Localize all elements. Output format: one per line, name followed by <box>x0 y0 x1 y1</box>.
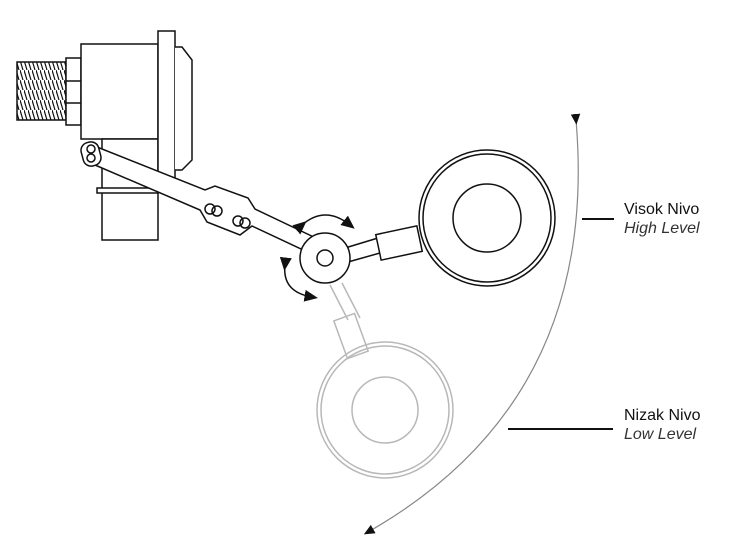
low-level-primary: Nizak Nivo <box>624 407 701 424</box>
hex-nut <box>65 57 82 126</box>
rotation-arrow-icon <box>279 256 318 302</box>
valve-body <box>80 43 159 140</box>
hub <box>299 232 351 284</box>
high-level-primary: Visok Nivo <box>624 201 700 218</box>
low-level-float-ghost <box>316 282 454 479</box>
high-level-float <box>418 149 556 287</box>
travel-arc-arrow <box>363 113 581 535</box>
valve-face <box>175 46 193 171</box>
threaded-inlet <box>16 61 67 121</box>
high-level-label: Visok Nivo High Level <box>624 200 700 238</box>
flange <box>157 30 176 182</box>
high-level-secondary: High Level <box>624 220 700 237</box>
low-level-label: Nizak Nivo Low Level <box>624 406 700 444</box>
low-level-secondary: Low Level <box>624 426 697 443</box>
rotation-arrow-icon <box>292 214 355 235</box>
